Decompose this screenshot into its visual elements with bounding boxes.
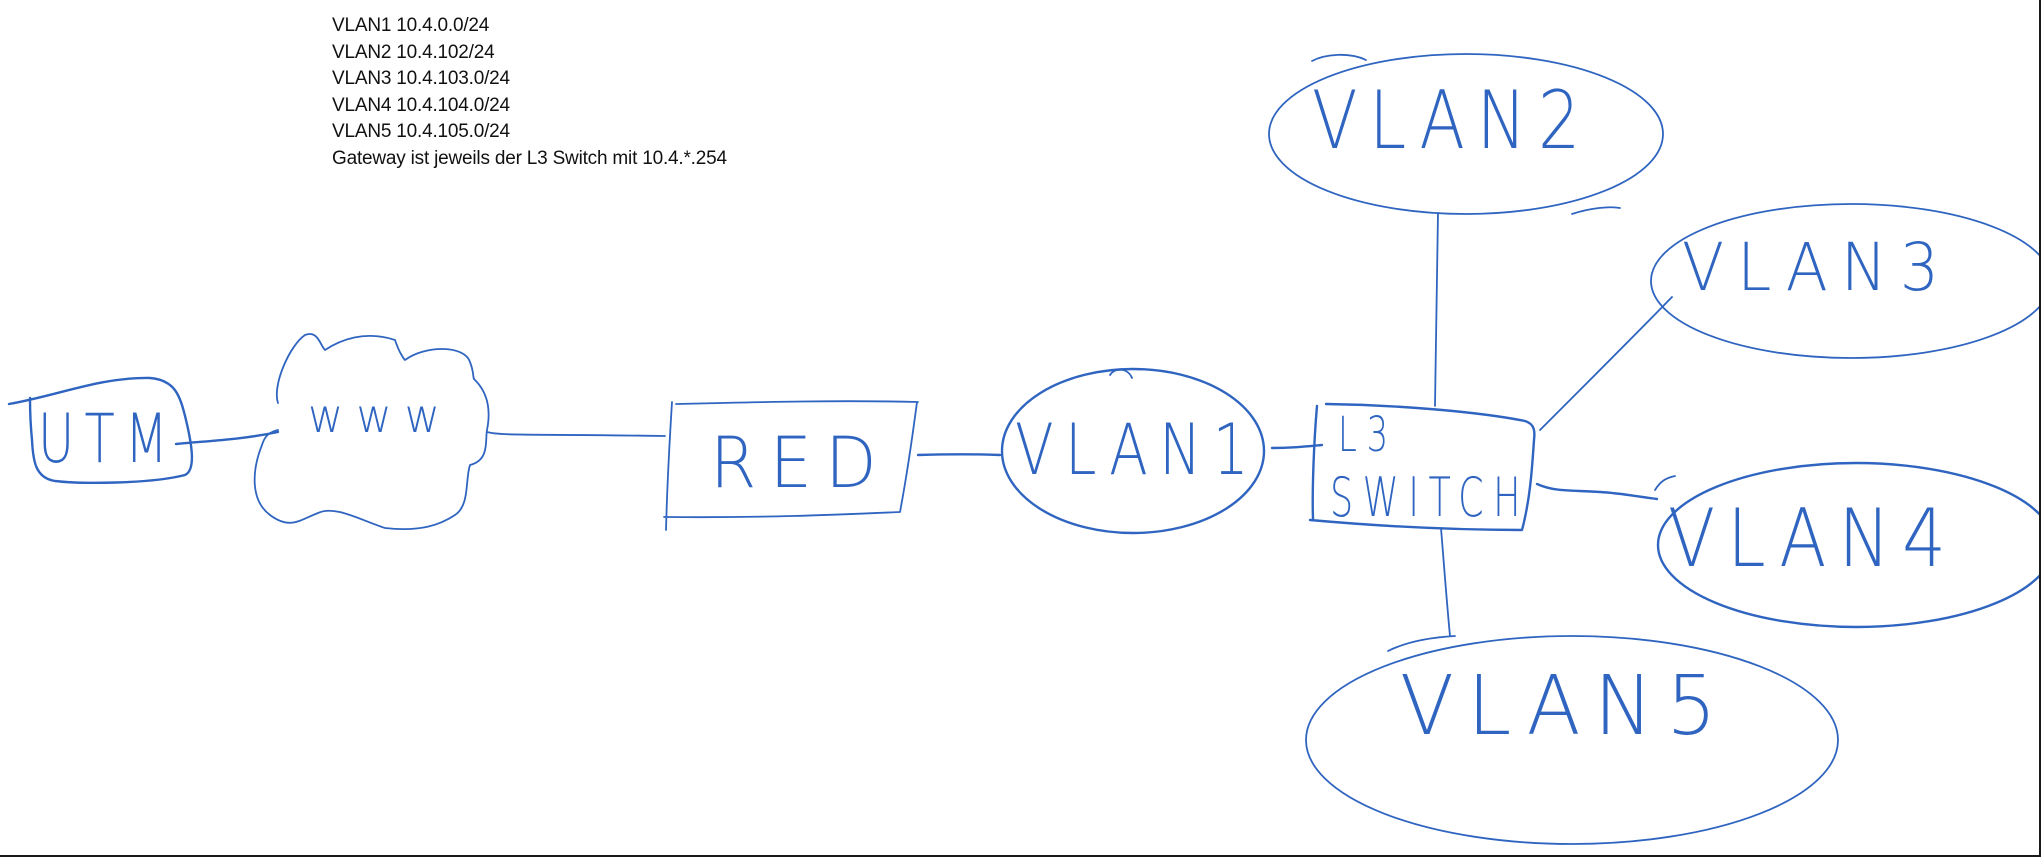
l3switch-label-line2: SWITCH xyxy=(1330,466,1530,529)
link-l3switch-vlan4 xyxy=(1535,482,1659,501)
vlan3-ellipse xyxy=(1650,203,2039,359)
note-vlan3-subnet: VLAN3 10.4.103.0/24 xyxy=(332,68,510,90)
link-utm-www xyxy=(174,430,280,446)
link-l3switch-vlan2 xyxy=(1434,212,1439,407)
node-vlan1[interactable]: VLAN1 xyxy=(1000,367,1266,535)
vlan5-label: VLAN5 xyxy=(1400,659,1730,754)
node-www[interactable]: www xyxy=(253,333,490,531)
node-vlan3[interactable]: VLAN3 xyxy=(1571,203,2039,359)
vlan3-stroke-overlap xyxy=(1571,206,1621,215)
l3switch-label-line1: L3 xyxy=(1338,407,1398,463)
vlan2-label: VLAN2 xyxy=(1312,74,1592,167)
link-l3switch-vlan5 xyxy=(1440,527,1451,637)
node-l3-switch[interactable]: L3 SWITCH xyxy=(1308,402,1536,532)
note-gateway: Gateway ist jeweils der L3 Switch mit 10… xyxy=(332,147,727,169)
red-label: RED xyxy=(710,422,890,504)
vlan3-label: VLAN3 xyxy=(1682,229,1952,306)
vlan2-ellipse xyxy=(1268,53,1664,215)
vlan4-label: VLAN4 xyxy=(1668,492,1958,585)
vlan2-stroke-overlap xyxy=(1311,53,1367,62)
node-red[interactable]: RED xyxy=(663,400,919,531)
note-vlan2-subnet: VLAN2 10.4.102/24 xyxy=(332,41,495,63)
vlan5-ellipse xyxy=(1305,635,1839,845)
vlan1-label: VLAN1 xyxy=(1015,409,1260,491)
red-box-outline xyxy=(663,400,919,531)
note-vlan4-subnet: VLAN4 10.4.104.0/24 xyxy=(332,94,510,116)
www-cloud-outline xyxy=(253,333,490,531)
utm-label: UTM xyxy=(38,400,178,479)
note-vlan5-subnet: VLAN5 10.4.105.0/24 xyxy=(332,121,510,143)
node-vlan4[interactable]: VLAN4 xyxy=(1654,461,2039,629)
subnet-notes: VLAN1 10.4.0.0/24 VLAN2 10.4.102/24 VLAN… xyxy=(332,13,727,173)
vlan1-ellipse xyxy=(1000,367,1266,535)
note-vlan1-subnet: VLAN1 10.4.0.0/24 xyxy=(332,15,490,36)
node-vlan2[interactable]: VLAN2 xyxy=(1268,53,1664,215)
vlan4-ellipse xyxy=(1656,461,2039,629)
www-label: www xyxy=(308,389,453,443)
node-vlan5[interactable]: VLAN5 xyxy=(1305,635,1839,845)
node-utm[interactable]: UTM xyxy=(7,376,194,484)
utm-box-outline xyxy=(7,376,194,484)
vlan4-stroke-overlap xyxy=(1654,475,1676,491)
link-www-red xyxy=(486,431,666,437)
vlan5-stroke-overlap xyxy=(1387,635,1456,652)
l3switch-box-outline xyxy=(1308,402,1536,532)
links xyxy=(174,212,1673,637)
vlan1-stroke-overlap xyxy=(1109,368,1133,379)
link-l3switch-vlan3 xyxy=(1539,296,1673,431)
link-red-vlan1 xyxy=(916,453,1002,457)
link-vlan1-l3switch xyxy=(1270,443,1324,450)
